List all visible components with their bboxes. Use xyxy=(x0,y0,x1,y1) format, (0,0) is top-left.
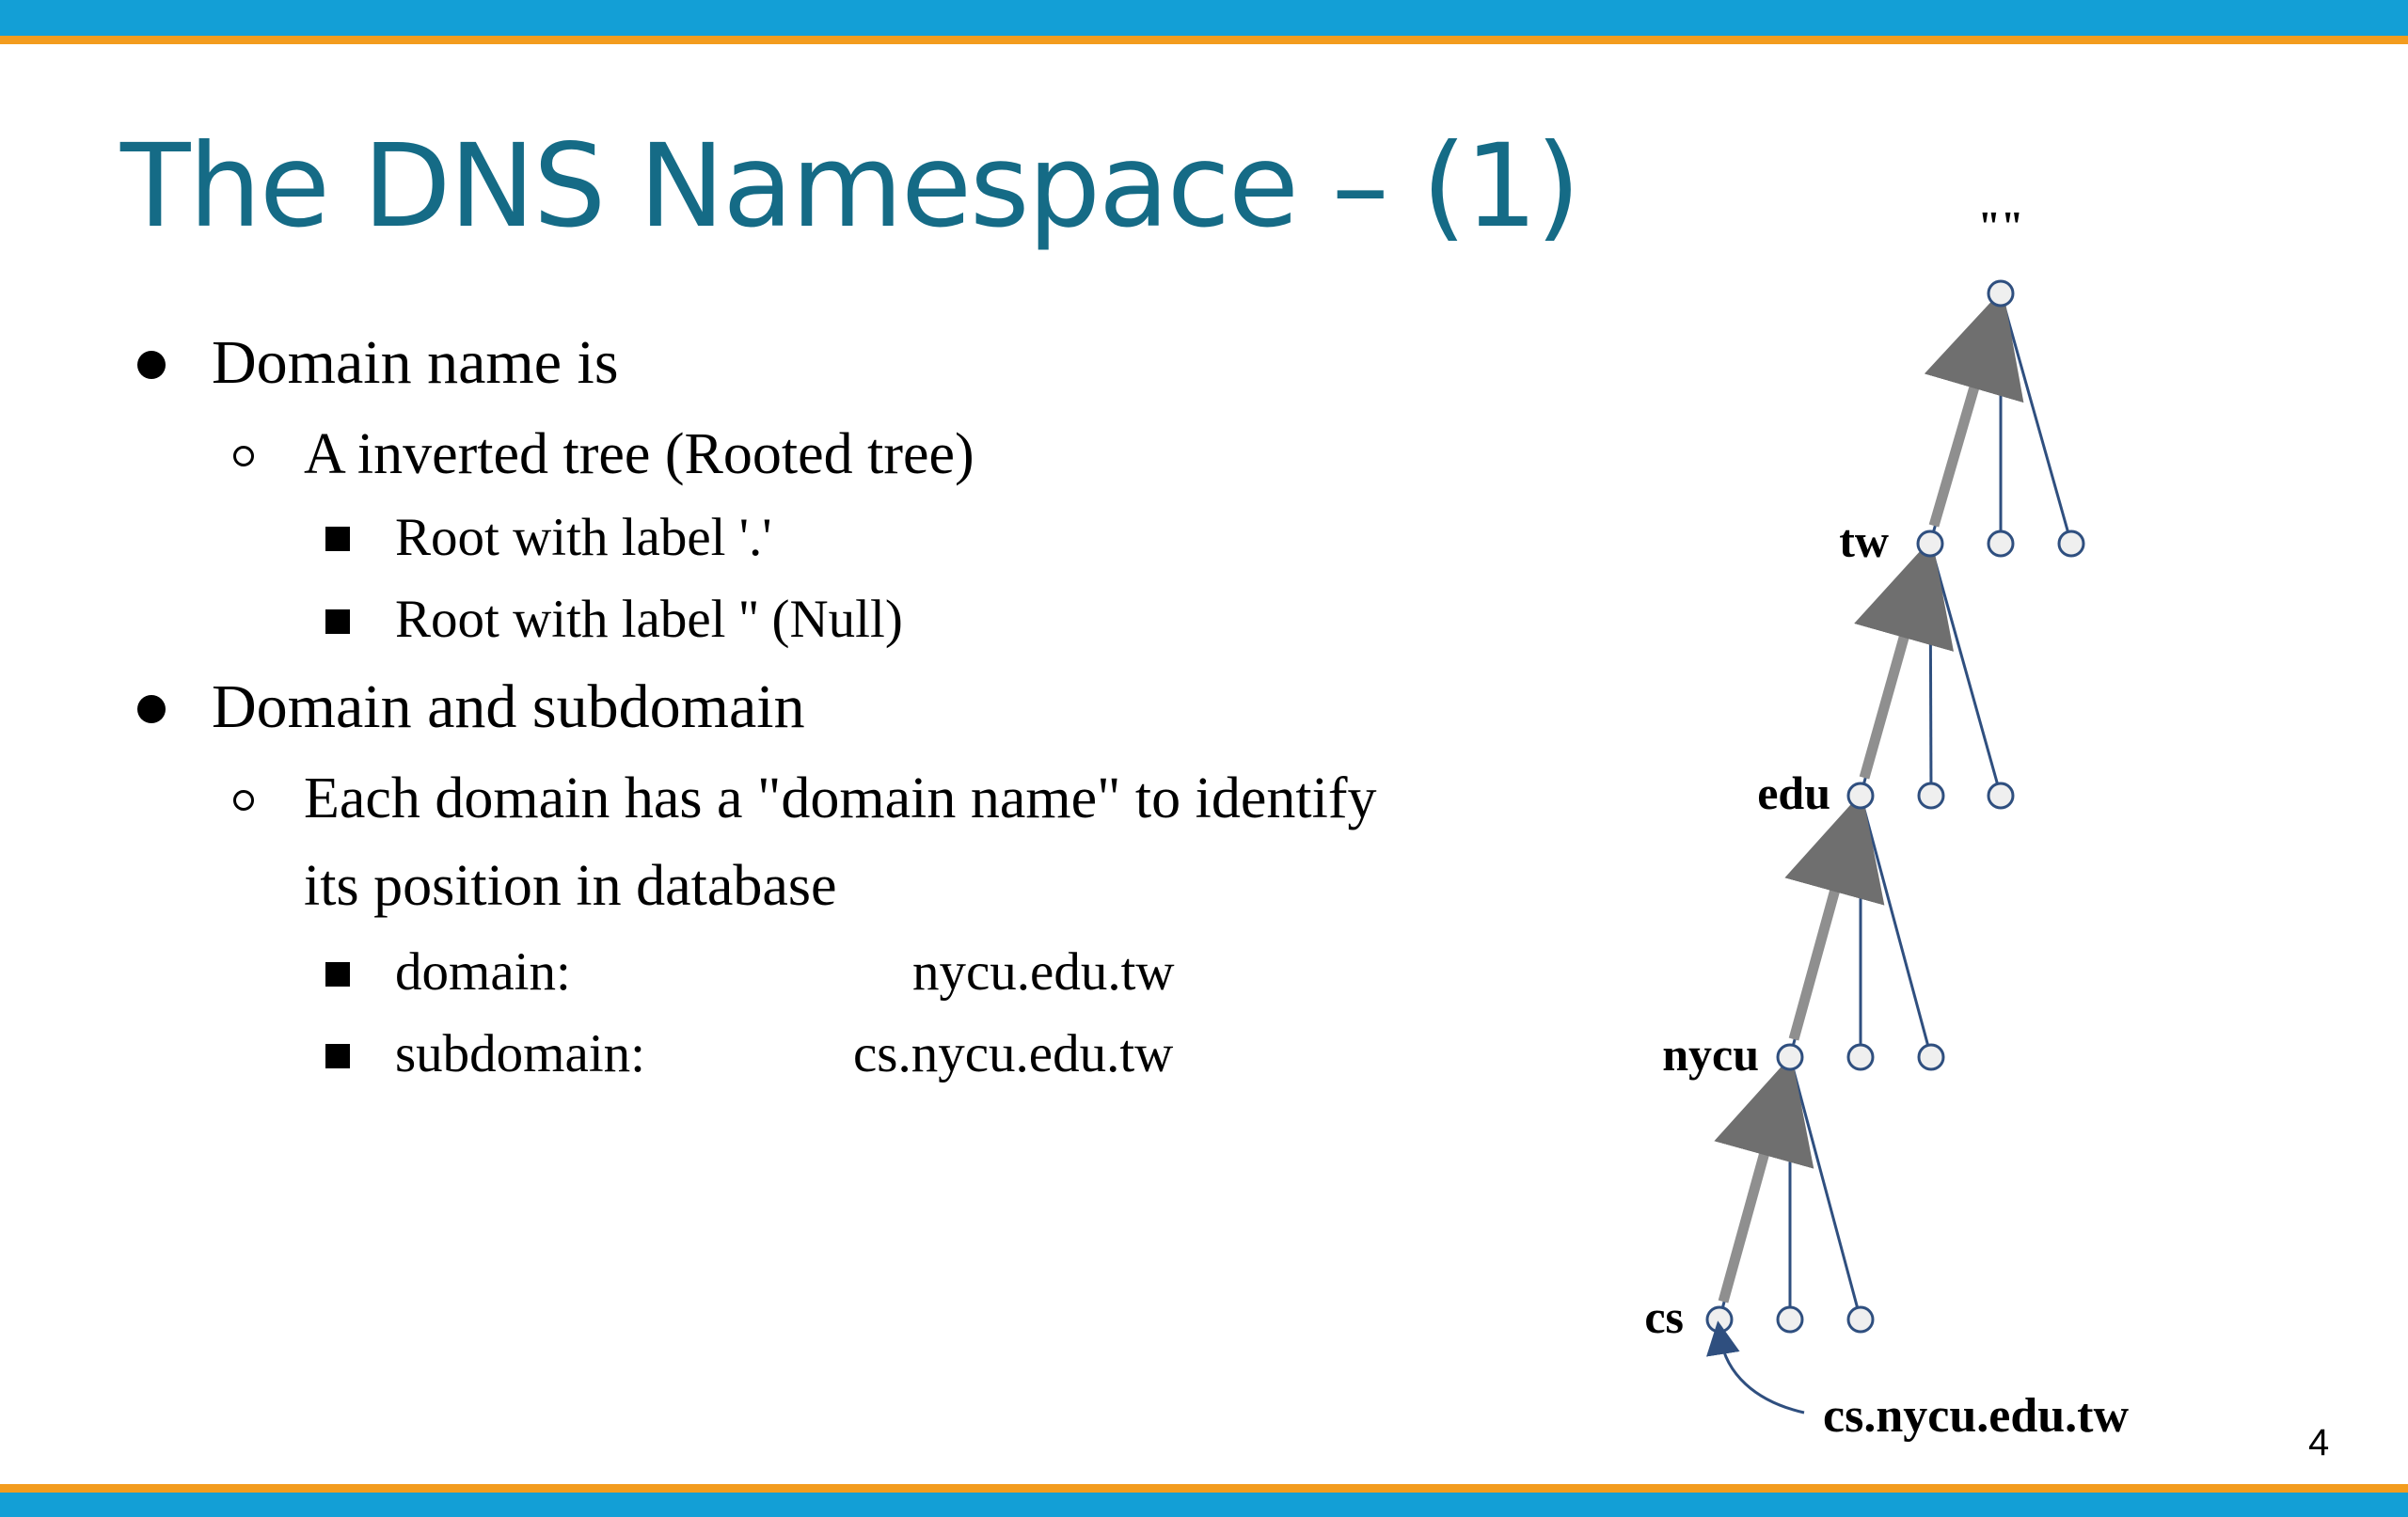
tree-node xyxy=(1917,782,1945,810)
edu-label: edu xyxy=(1757,766,1830,819)
root-label: "" xyxy=(1978,203,2024,249)
domain-value: nycu.edu.tw xyxy=(912,942,1175,1002)
bullet-square xyxy=(325,1044,350,1068)
nycu-label: nycu xyxy=(1662,1028,1759,1081)
tree-node xyxy=(1846,1305,1875,1334)
root-node xyxy=(1987,279,2015,308)
tree-node xyxy=(1917,1043,1945,1071)
tree-node xyxy=(1846,1043,1875,1071)
cs-node xyxy=(1705,1305,1734,1334)
tree-node xyxy=(1987,529,2015,558)
path-arrows xyxy=(1714,289,2024,1304)
bullet-dot xyxy=(137,695,166,723)
nycu-node xyxy=(1776,1043,1804,1071)
top-banner xyxy=(0,0,2408,36)
bullet-square xyxy=(325,609,350,634)
bullet-root-dot: Root with label '.' xyxy=(395,508,772,567)
subdomain-value: cs.nycu.edu.tw xyxy=(853,1024,1174,1083)
bullet-root-null: Root with label '' (Null) xyxy=(395,590,903,649)
bullet-ring xyxy=(233,790,254,811)
bullet-ring xyxy=(233,446,254,466)
tw-node xyxy=(1916,529,1944,558)
edu-node xyxy=(1846,782,1875,810)
bullet-inverted-tree: A inverted tree (Rooted tree) xyxy=(304,422,974,486)
tree-node xyxy=(1776,1305,1804,1334)
bullet-dot xyxy=(137,351,166,379)
bullet-domain-name: Domain name is xyxy=(212,328,619,397)
bullet-each-domain-line1: Each domain has a "domain name" to ident… xyxy=(304,766,1377,830)
top-accent-stripe xyxy=(0,36,2408,44)
domain-label: domain: xyxy=(395,942,571,1002)
slide-title: The DNS Namespace – (1) xyxy=(120,119,1580,253)
pointer-arrow xyxy=(1706,1320,1805,1414)
tree-node xyxy=(2057,529,2085,558)
bullet-each-domain-line2: its position in database xyxy=(304,854,837,918)
tw-label: tw xyxy=(1839,514,1889,567)
cs-label: cs xyxy=(1644,1290,1684,1343)
page-number: 4 xyxy=(2308,1422,2330,1463)
full-domain-label: cs.nycu.edu.tw xyxy=(1823,1389,2129,1443)
bullet-square xyxy=(325,527,350,551)
bullet-square xyxy=(325,962,350,987)
bottom-banner xyxy=(0,1493,2408,1517)
bullet-domain-subdomain: Domain and subdomain xyxy=(212,672,805,741)
subdomain-label: subdomain: xyxy=(395,1024,645,1083)
tree-node xyxy=(1987,782,2015,810)
bottom-accent-stripe xyxy=(0,1484,2408,1493)
